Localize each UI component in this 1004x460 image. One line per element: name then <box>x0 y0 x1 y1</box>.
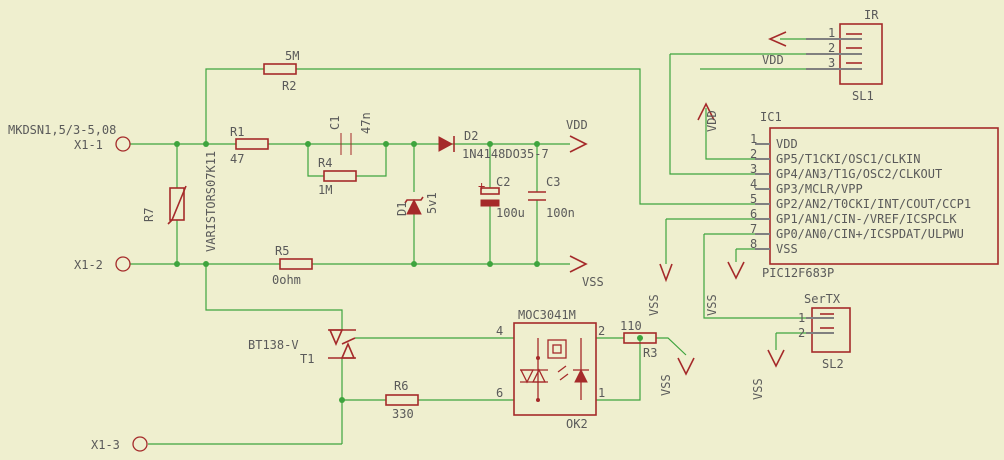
sl1-pin-2-label: 2 <box>828 41 835 55</box>
varistor-r7: R7 VARISTORS07K11 <box>142 151 218 252</box>
c2-value-label: 100u <box>496 206 525 220</box>
d2-name-label: D2 <box>464 129 478 143</box>
connector-pin-1-label: X1-1 <box>74 138 103 152</box>
r5-name-label: R5 <box>275 244 289 258</box>
ic1-pin-2-number: 2 <box>750 147 757 161</box>
t1-value-label: BT138-V <box>248 338 299 352</box>
sl2-name-label: SL2 <box>822 357 844 371</box>
ok2-pin-1-label: 1 <box>598 386 605 400</box>
vss-label-r3: VSS <box>659 374 673 396</box>
connector-sl2: SerTX SL2 1 2 <box>798 292 851 371</box>
c1-value-label: 47n <box>359 112 373 134</box>
sl1-name-label: SL1 <box>852 89 874 103</box>
ic1-pin-7-number: 7 <box>750 222 757 236</box>
connector-pin-2-label: X1-2 <box>74 258 103 272</box>
resistor-r3: 110 R3 <box>620 319 657 360</box>
d2-value-label: 1N4148DO35-7 <box>462 147 549 161</box>
r6-value-label: 330 <box>392 407 414 421</box>
capacitor-c3: C3 100n <box>528 175 575 220</box>
r3-name-label: R3 <box>643 346 657 360</box>
r6-name-label: R6 <box>394 379 408 393</box>
sl2-title-label: SerTX <box>804 292 841 306</box>
optocoupler-ok2: MOC3041M OK2 4 2 6 1 <box>496 308 605 431</box>
r7-name-label: R7 <box>142 208 156 222</box>
ic1-pin-6-number: 6 <box>750 207 757 221</box>
vss-label-ic: VSS <box>705 294 719 316</box>
ic1-pin-3-label: GP4/AN3/T1G/OSC2/CLKOUT <box>776 167 942 181</box>
r7-value-label: VARISTORS07K11 <box>204 151 218 252</box>
ic1-value-label: PIC12F683P <box>762 266 834 280</box>
vdd-label-ir: VDD <box>762 53 784 67</box>
ic1-pin-5-number: 5 <box>750 192 757 206</box>
ic1-pin-5-label: GP2/AN2/T0CKI/INT/COUT/CCP1 <box>776 197 971 211</box>
ok2-pin-4-label: 4 <box>496 324 503 338</box>
d1-value-label: 5v1 <box>425 192 439 214</box>
d1-name-label: D1 <box>395 202 409 216</box>
sl2-pin-2-label: 2 <box>798 326 805 340</box>
sl2-pin-1-label: 1 <box>798 311 805 325</box>
resistor-r5: R5 0ohm <box>272 244 313 287</box>
c2-name-label: C2 <box>496 175 510 189</box>
connector-part-label: MKDSN1,5/3-5,08 <box>8 123 116 137</box>
vss-label-gp1: VSS <box>647 294 661 316</box>
diode-d2: D2 1N4148DO35-7 <box>438 129 549 161</box>
r2-name-label: R2 <box>282 79 296 93</box>
sl1-title-label: IR <box>864 8 879 22</box>
ic1-pin-6-label: GP1/AN1/CIN-/VREF/ICSPCLK <box>776 212 957 226</box>
ok2-pin-2-label: 2 <box>598 324 605 338</box>
r1-value-label: 47 <box>230 152 244 166</box>
supply-symbols: VDD VSS VDD VSS VSS VSS VSS VDD <box>566 31 787 400</box>
triac-t1: BT138-V T1 <box>248 329 356 366</box>
junctions <box>174 141 643 403</box>
c3-name-label: C3 <box>546 175 560 189</box>
ic1-pin-1-number: 1 <box>750 132 757 146</box>
connector-sl1: IR SL1 1 2 3 <box>806 8 883 103</box>
ic1-pin-4-label: GP3/MCLR/VPP <box>776 182 863 196</box>
ic1-pin-4-number: 4 <box>750 177 757 191</box>
ic1-pin-3-number: 3 <box>750 162 757 176</box>
r4-value-label: 1M <box>318 183 332 197</box>
vdd-label-main: VDD <box>566 118 588 132</box>
connector-pin-3-label: X1-3 <box>91 438 120 452</box>
resistor-r4: R4 1M <box>318 156 357 197</box>
sl1-pin-3-label: 3 <box>828 56 835 70</box>
zener-d1: D1 5v1 <box>395 192 439 216</box>
ic1-pin-list: 1 VDD 2 GP5/T1CKI/OSC1/CLKIN 3 GP4/AN3/T1G/OS… <box>750 132 971 256</box>
capacitor-c1: C1 47n <box>328 112 373 155</box>
c3-value-label: 100n <box>546 206 575 220</box>
ok2-value-label: MOC3041M <box>518 308 576 322</box>
vss-label-sertx: VSS <box>751 378 765 400</box>
c1-name-label: C1 <box>328 116 342 130</box>
ic1-pin-1-label: VDD <box>776 137 798 151</box>
t1-name-label: T1 <box>300 352 314 366</box>
ok2-name-label: OK2 <box>566 417 588 431</box>
c2-polarity-icon: + <box>478 179 485 193</box>
r1-name-label: R1 <box>230 125 244 139</box>
resistor-r6: R6 330 <box>385 379 419 421</box>
resistor-r2: 5M R2 <box>263 49 299 93</box>
ic1-pic12f683p: IC1 PIC12F683P 1 VDD 2 GP5/T1CKI/OSC1/CLKIN… <box>750 110 999 280</box>
r4-name-label: R4 <box>318 156 332 170</box>
r2-value-label: 5M <box>285 49 299 63</box>
ic1-pin-7-label: GP0/AN0/CIN+/ICSPDAT/ULPWU <box>776 227 964 241</box>
ic1-pin-8-label: VSS <box>776 242 798 256</box>
ic1-pin-2-label: GP5/T1CKI/OSC1/CLKIN <box>776 152 921 166</box>
vss-label-main: VSS <box>582 275 604 289</box>
ok2-pin-6-label: 6 <box>496 386 503 400</box>
wires <box>130 38 806 445</box>
connector-x1: MKDSN1,5/3-5,08 X1-1 X1-2 X1-3 <box>8 123 148 452</box>
r3-value-label: 110 <box>620 319 642 333</box>
resistor-r1: R1 47 <box>230 125 269 166</box>
ic1-pin-8-number: 8 <box>750 237 757 251</box>
ic1-name-label: IC1 <box>760 110 782 124</box>
vdd-label-ic: VDD <box>705 110 719 132</box>
sl1-pin-1-label: 1 <box>828 26 835 40</box>
capacitor-c2: + C2 100u <box>478 175 525 220</box>
r5-value-label: 0ohm <box>272 273 301 287</box>
